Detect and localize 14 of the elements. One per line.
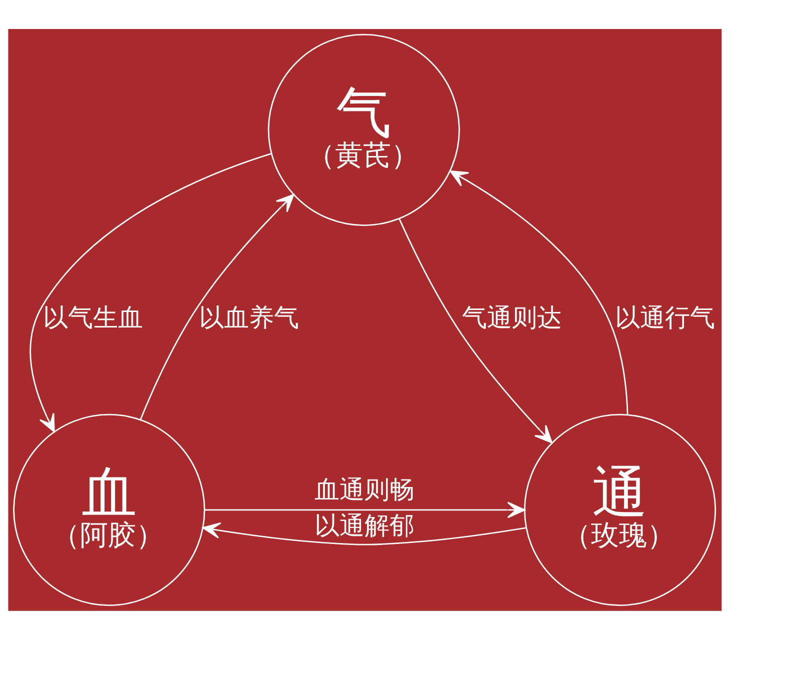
arrow bbox=[202, 522, 526, 545]
edge-label: 以气生血 bbox=[43, 302, 144, 332]
edge-label: 以通解郁 bbox=[314, 510, 415, 540]
arrow bbox=[140, 193, 294, 420]
edge-label: 血通则畅 bbox=[314, 474, 415, 504]
arrow bbox=[398, 218, 552, 443]
edge-label: 气通则达 bbox=[462, 302, 562, 332]
arrow bbox=[450, 170, 628, 414]
node-circle: 通 （玫瑰） bbox=[524, 413, 716, 606]
edge-label: 以血养气 bbox=[199, 302, 300, 332]
node-circle: 气 （黄芪） bbox=[268, 33, 460, 226]
edge-label: 以通行气 bbox=[615, 302, 716, 332]
arrow bbox=[30, 152, 272, 432]
arrow bbox=[204, 501, 526, 518]
